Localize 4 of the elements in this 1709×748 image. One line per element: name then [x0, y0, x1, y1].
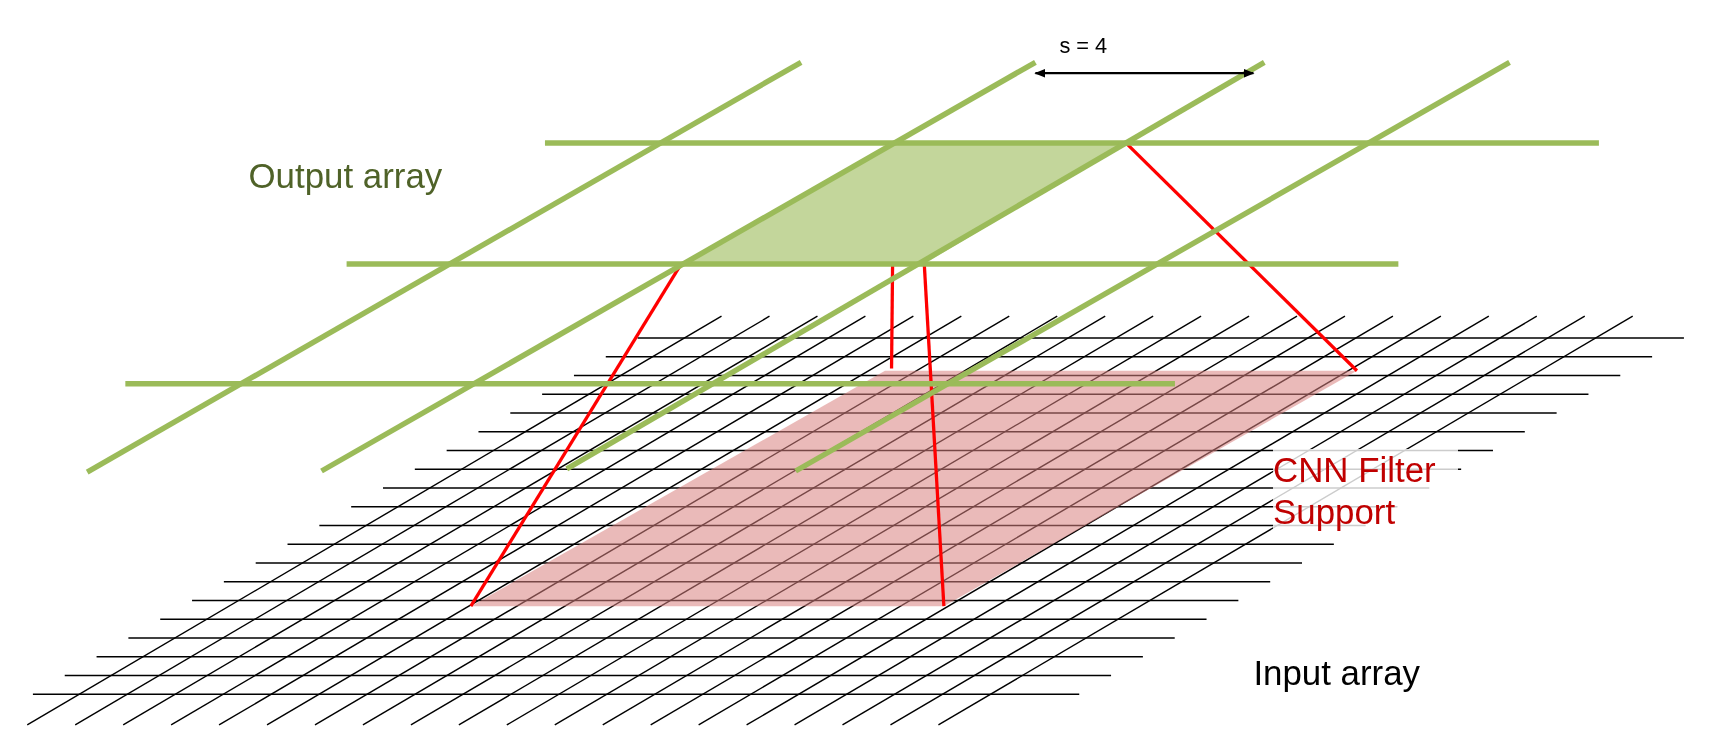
filter-label: CNN Filter Support — [1273, 449, 1459, 533]
layer-label: Output array — [248, 154, 443, 197]
dimension-label: s = 4 — [1059, 32, 1108, 59]
layer-label: Input array — [1253, 651, 1421, 694]
